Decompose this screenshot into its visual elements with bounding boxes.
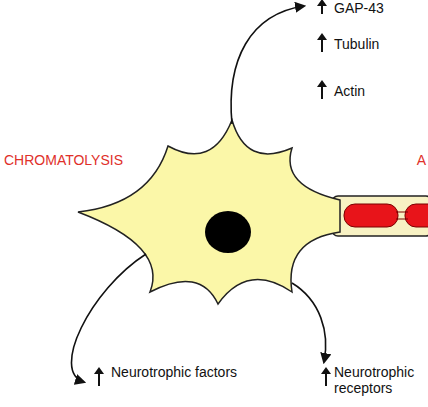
receptor-label: Neurotrophic receptors (334, 364, 426, 396)
increase-arrows (94, 0, 331, 386)
factor-label: Neurotrophic factors (111, 364, 237, 380)
process-label: A (417, 152, 426, 168)
axon (332, 196, 428, 236)
protein-label: Actin (334, 83, 365, 99)
curved-arrow (71, 254, 146, 382)
protein-label: Tubulin (334, 36, 379, 52)
nucleus (205, 211, 251, 253)
curved-arrow (231, 6, 304, 124)
process-label: CHROMATOLYSIS (4, 152, 123, 168)
protein-label: GAP-43 (334, 0, 384, 16)
curved-arrow (292, 283, 326, 362)
cell-body (78, 120, 340, 304)
